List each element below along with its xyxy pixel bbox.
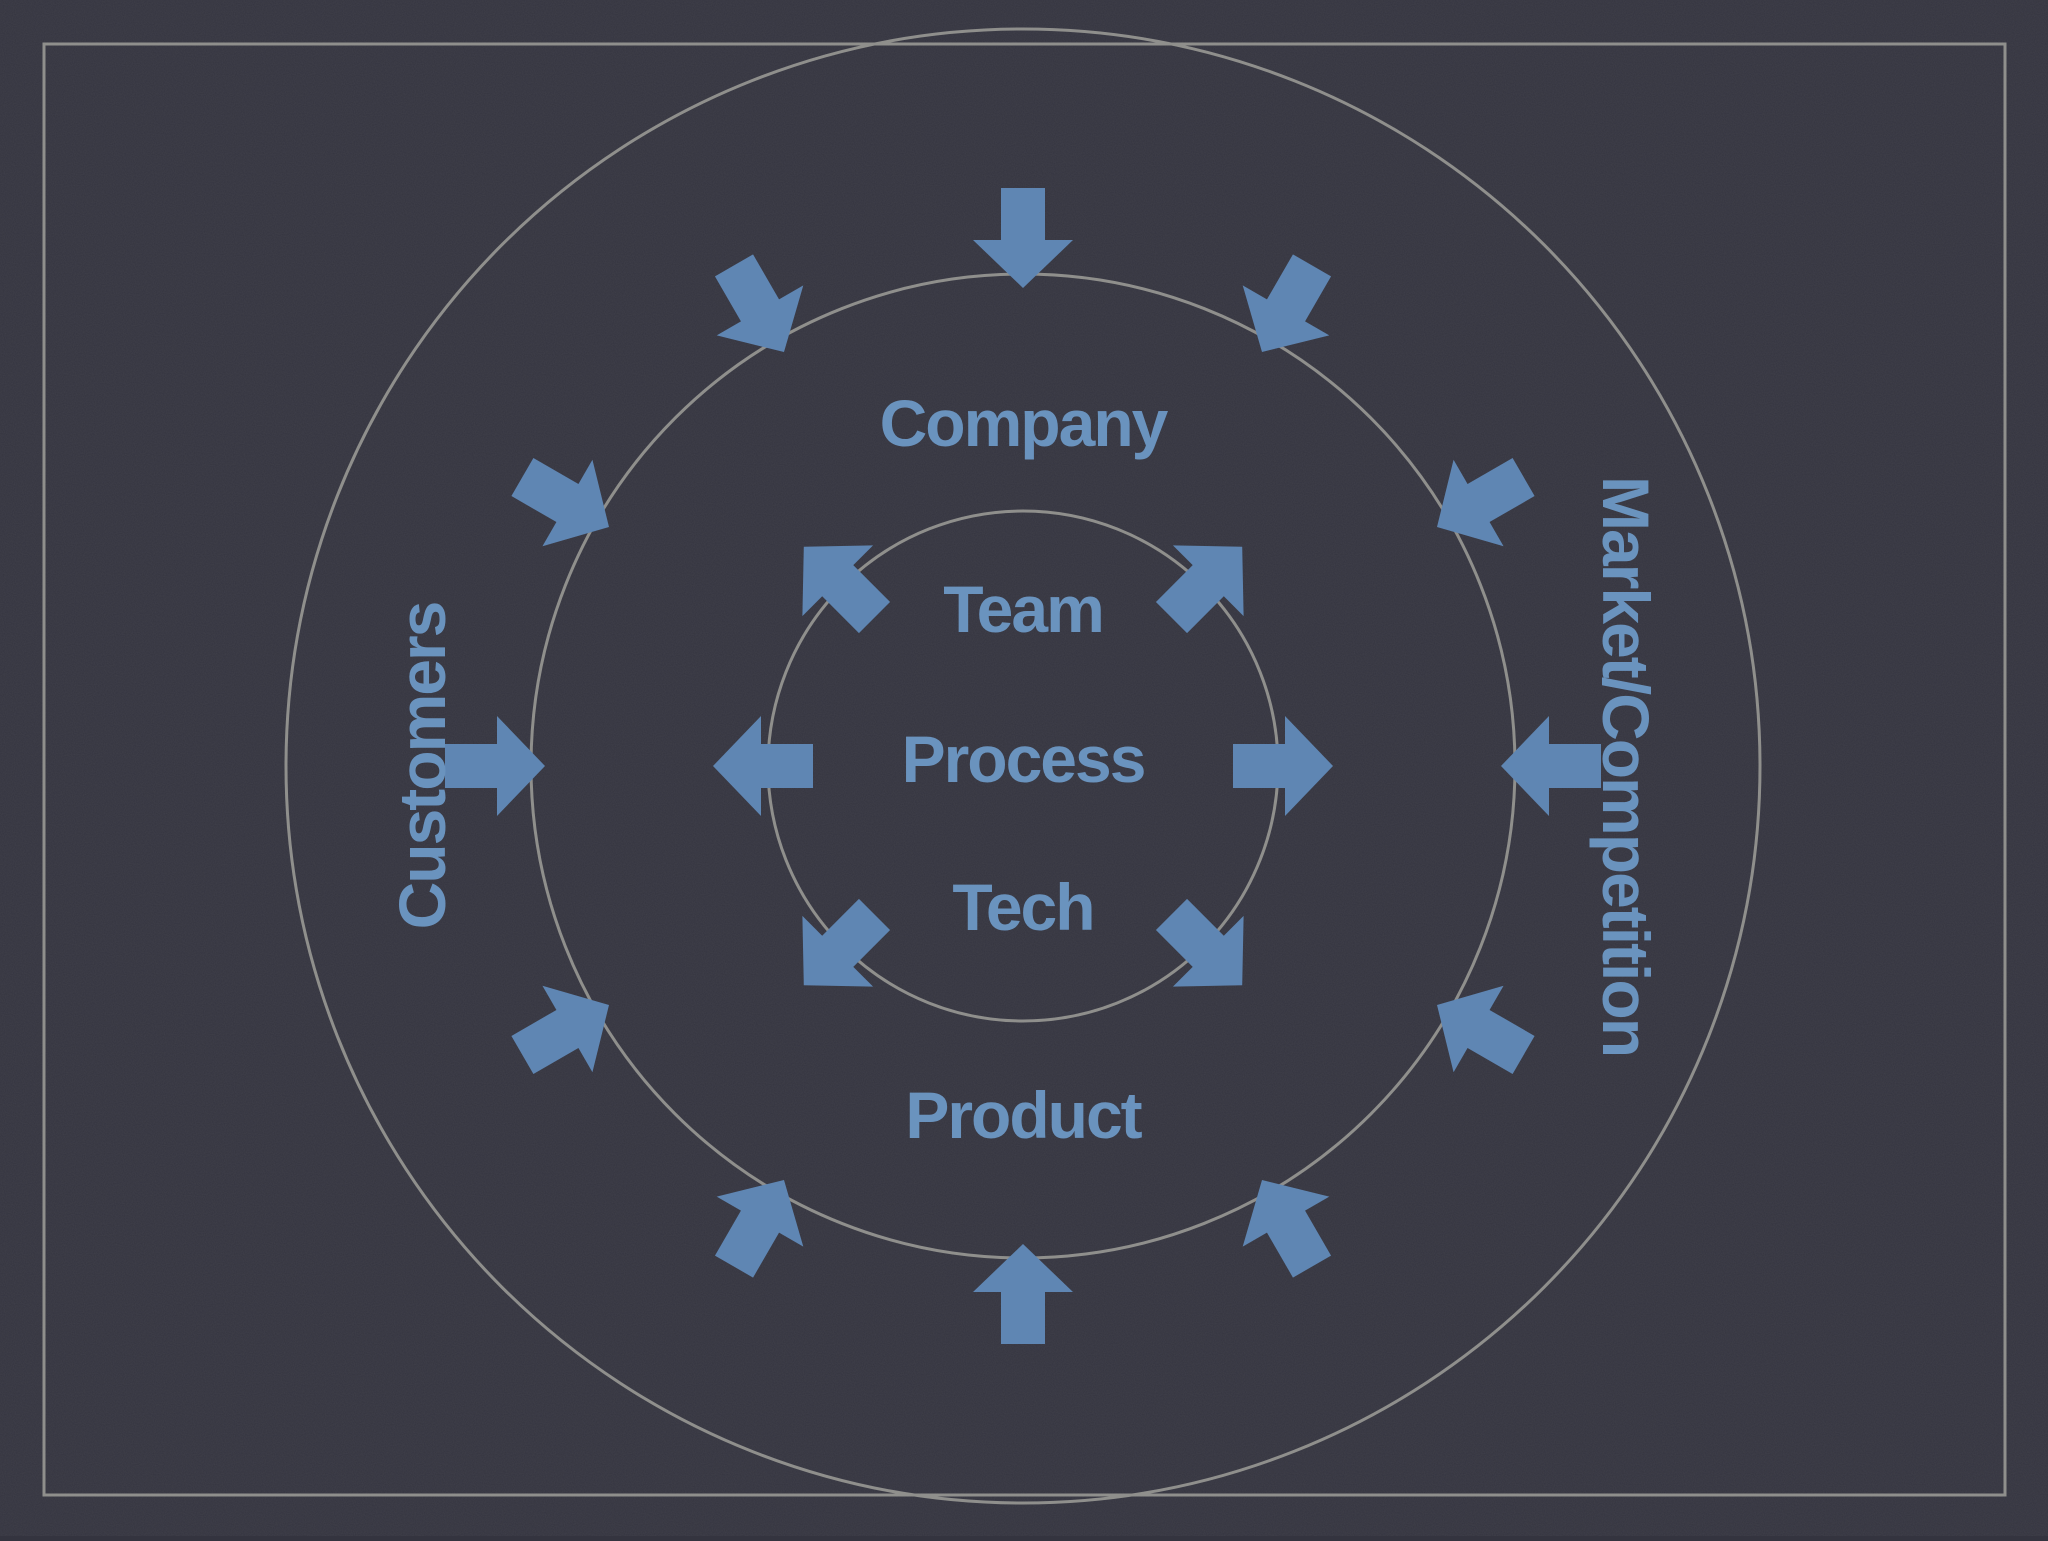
label-product: Product: [905, 1078, 1142, 1152]
frame-border: [42, 42, 2007, 1497]
outward-4-arrow-icon: [713, 716, 813, 816]
label-tech: Tech: [952, 870, 1093, 944]
label-company: Company: [880, 386, 1169, 460]
inward-9-arrow-icon: [973, 188, 1073, 288]
outward-1-arrow-icon: [1233, 716, 1333, 816]
outward-5-arrow-icon: [802, 545, 891, 634]
inward-11-arrow-icon: [1437, 457, 1535, 547]
label-market-competition: Market/Competition: [1589, 476, 1663, 1056]
outward-3-arrow-icon: [802, 898, 891, 987]
inward-5-arrow-icon: [511, 985, 609, 1075]
inward-2-arrow-icon: [1242, 1180, 1332, 1278]
inward-4-arrow-icon: [714, 1180, 804, 1278]
inward-3-arrow-icon: [973, 1244, 1073, 1344]
inward-7-arrow-icon: [511, 457, 609, 547]
outer-ring: [284, 27, 1762, 1505]
outward-0-arrow-icon: [1155, 545, 1244, 634]
label-team: Team: [943, 572, 1103, 646]
label-customers: Customers: [385, 603, 459, 930]
inward-10-arrow-icon: [1242, 254, 1332, 352]
inward-0-arrow-icon: [1501, 716, 1601, 816]
label-process: Process: [902, 722, 1145, 796]
inward-8-arrow-icon: [714, 254, 804, 352]
inward-1-arrow-icon: [1437, 985, 1535, 1075]
inward-6-arrow-icon: [445, 716, 545, 816]
arrow-group: [445, 188, 1601, 1344]
outward-2-arrow-icon: [1155, 898, 1244, 987]
